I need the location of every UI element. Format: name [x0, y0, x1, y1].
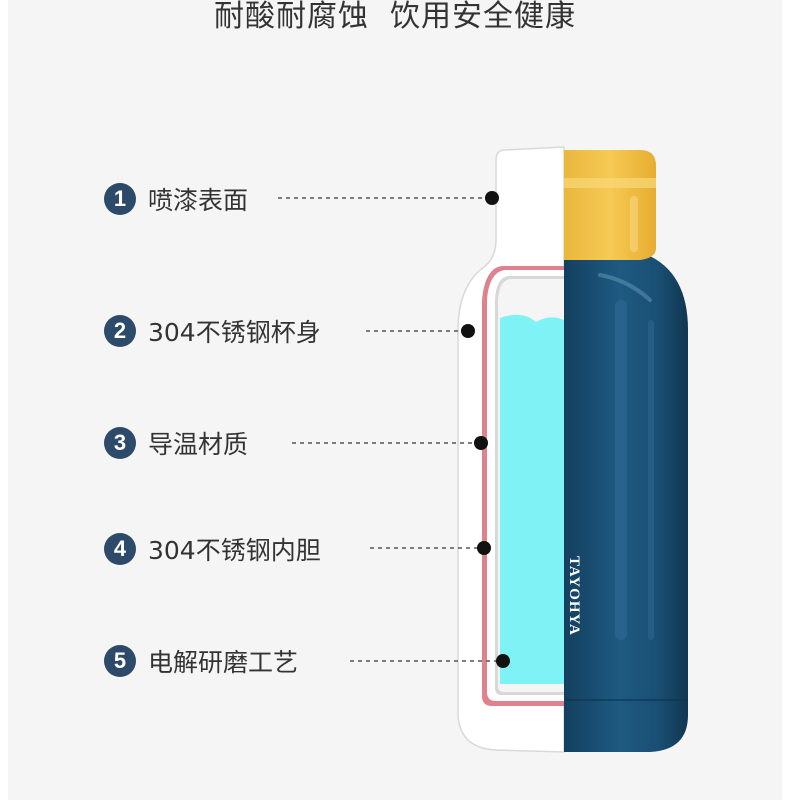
callout-1: 1 喷漆表面 [104, 181, 248, 217]
callout-number-badge: 3 [104, 427, 136, 459]
callout-2: 2 304不锈钢杯身 [104, 313, 321, 349]
leader-dot [477, 541, 491, 555]
leader-dot [485, 191, 499, 205]
callout-5: 5 电解研磨工艺 [104, 643, 298, 679]
callout-label-thermal-material: 导温材质 [148, 430, 249, 459]
left-edge-strip [0, 0, 8, 800]
right-edge-strip [782, 0, 790, 800]
callout-number-badge: 4 [104, 533, 136, 565]
callout-4: 4 304不锈钢内胆 [104, 531, 321, 567]
leader-dot [496, 654, 510, 668]
leader-dot [461, 324, 475, 338]
bottle-cap [564, 150, 656, 260]
callout-label-electropolish: 电解研磨工艺 [148, 648, 299, 677]
callout-number-badge: 5 [104, 645, 136, 677]
brand-logo-text: TAYOHYA [566, 556, 582, 636]
leader-dot [474, 436, 488, 450]
leader-lines [278, 197, 500, 662]
water [500, 314, 564, 684]
callout-number-badge: 2 [104, 315, 136, 347]
callout-label-steel-liner: 304不锈钢内胆 [148, 536, 321, 565]
callout-3: 3 导温材质 [104, 425, 248, 461]
callout-label-painted-surface: 喷漆表面 [148, 186, 249, 215]
callout-number-badge: 1 [104, 183, 136, 215]
callout-label-steel-body: 304不锈钢杯身 [148, 318, 321, 347]
page-title: 耐酸耐腐蚀 饮用安全健康 [213, 0, 577, 34]
